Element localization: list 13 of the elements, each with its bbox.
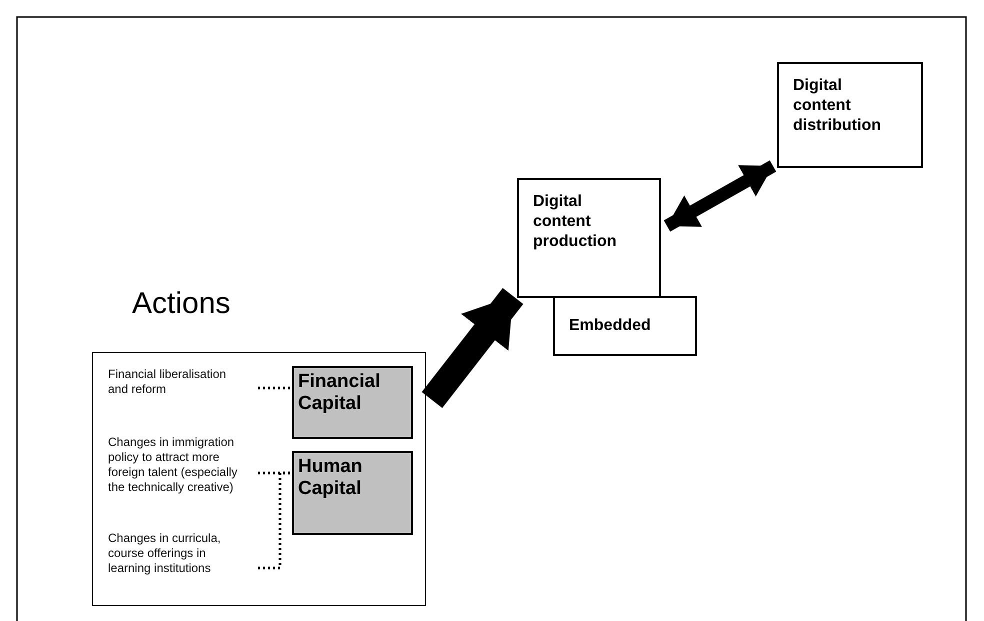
action-text: Changes in immigration policy to attract more foreign talent (especially the technically creative) bbox=[108, 435, 256, 495]
section-heading: Actions bbox=[132, 286, 230, 322]
capital-box: Human Capital bbox=[292, 451, 413, 535]
block-arrow bbox=[664, 160, 776, 232]
action-text: Changes in curricula, course offerings in learning institutions bbox=[108, 531, 238, 576]
embedded-box: Embedded bbox=[553, 296, 697, 356]
dotted-connector bbox=[258, 386, 292, 390]
block-arrow bbox=[422, 288, 524, 408]
process-box: Digital content distribution bbox=[777, 62, 923, 168]
dotted-connector bbox=[258, 472, 292, 570]
action-text: Financial liberalisation and reform bbox=[108, 367, 248, 397]
capital-box: Financial Capital bbox=[292, 366, 413, 439]
process-box: Digital content production bbox=[517, 178, 661, 298]
